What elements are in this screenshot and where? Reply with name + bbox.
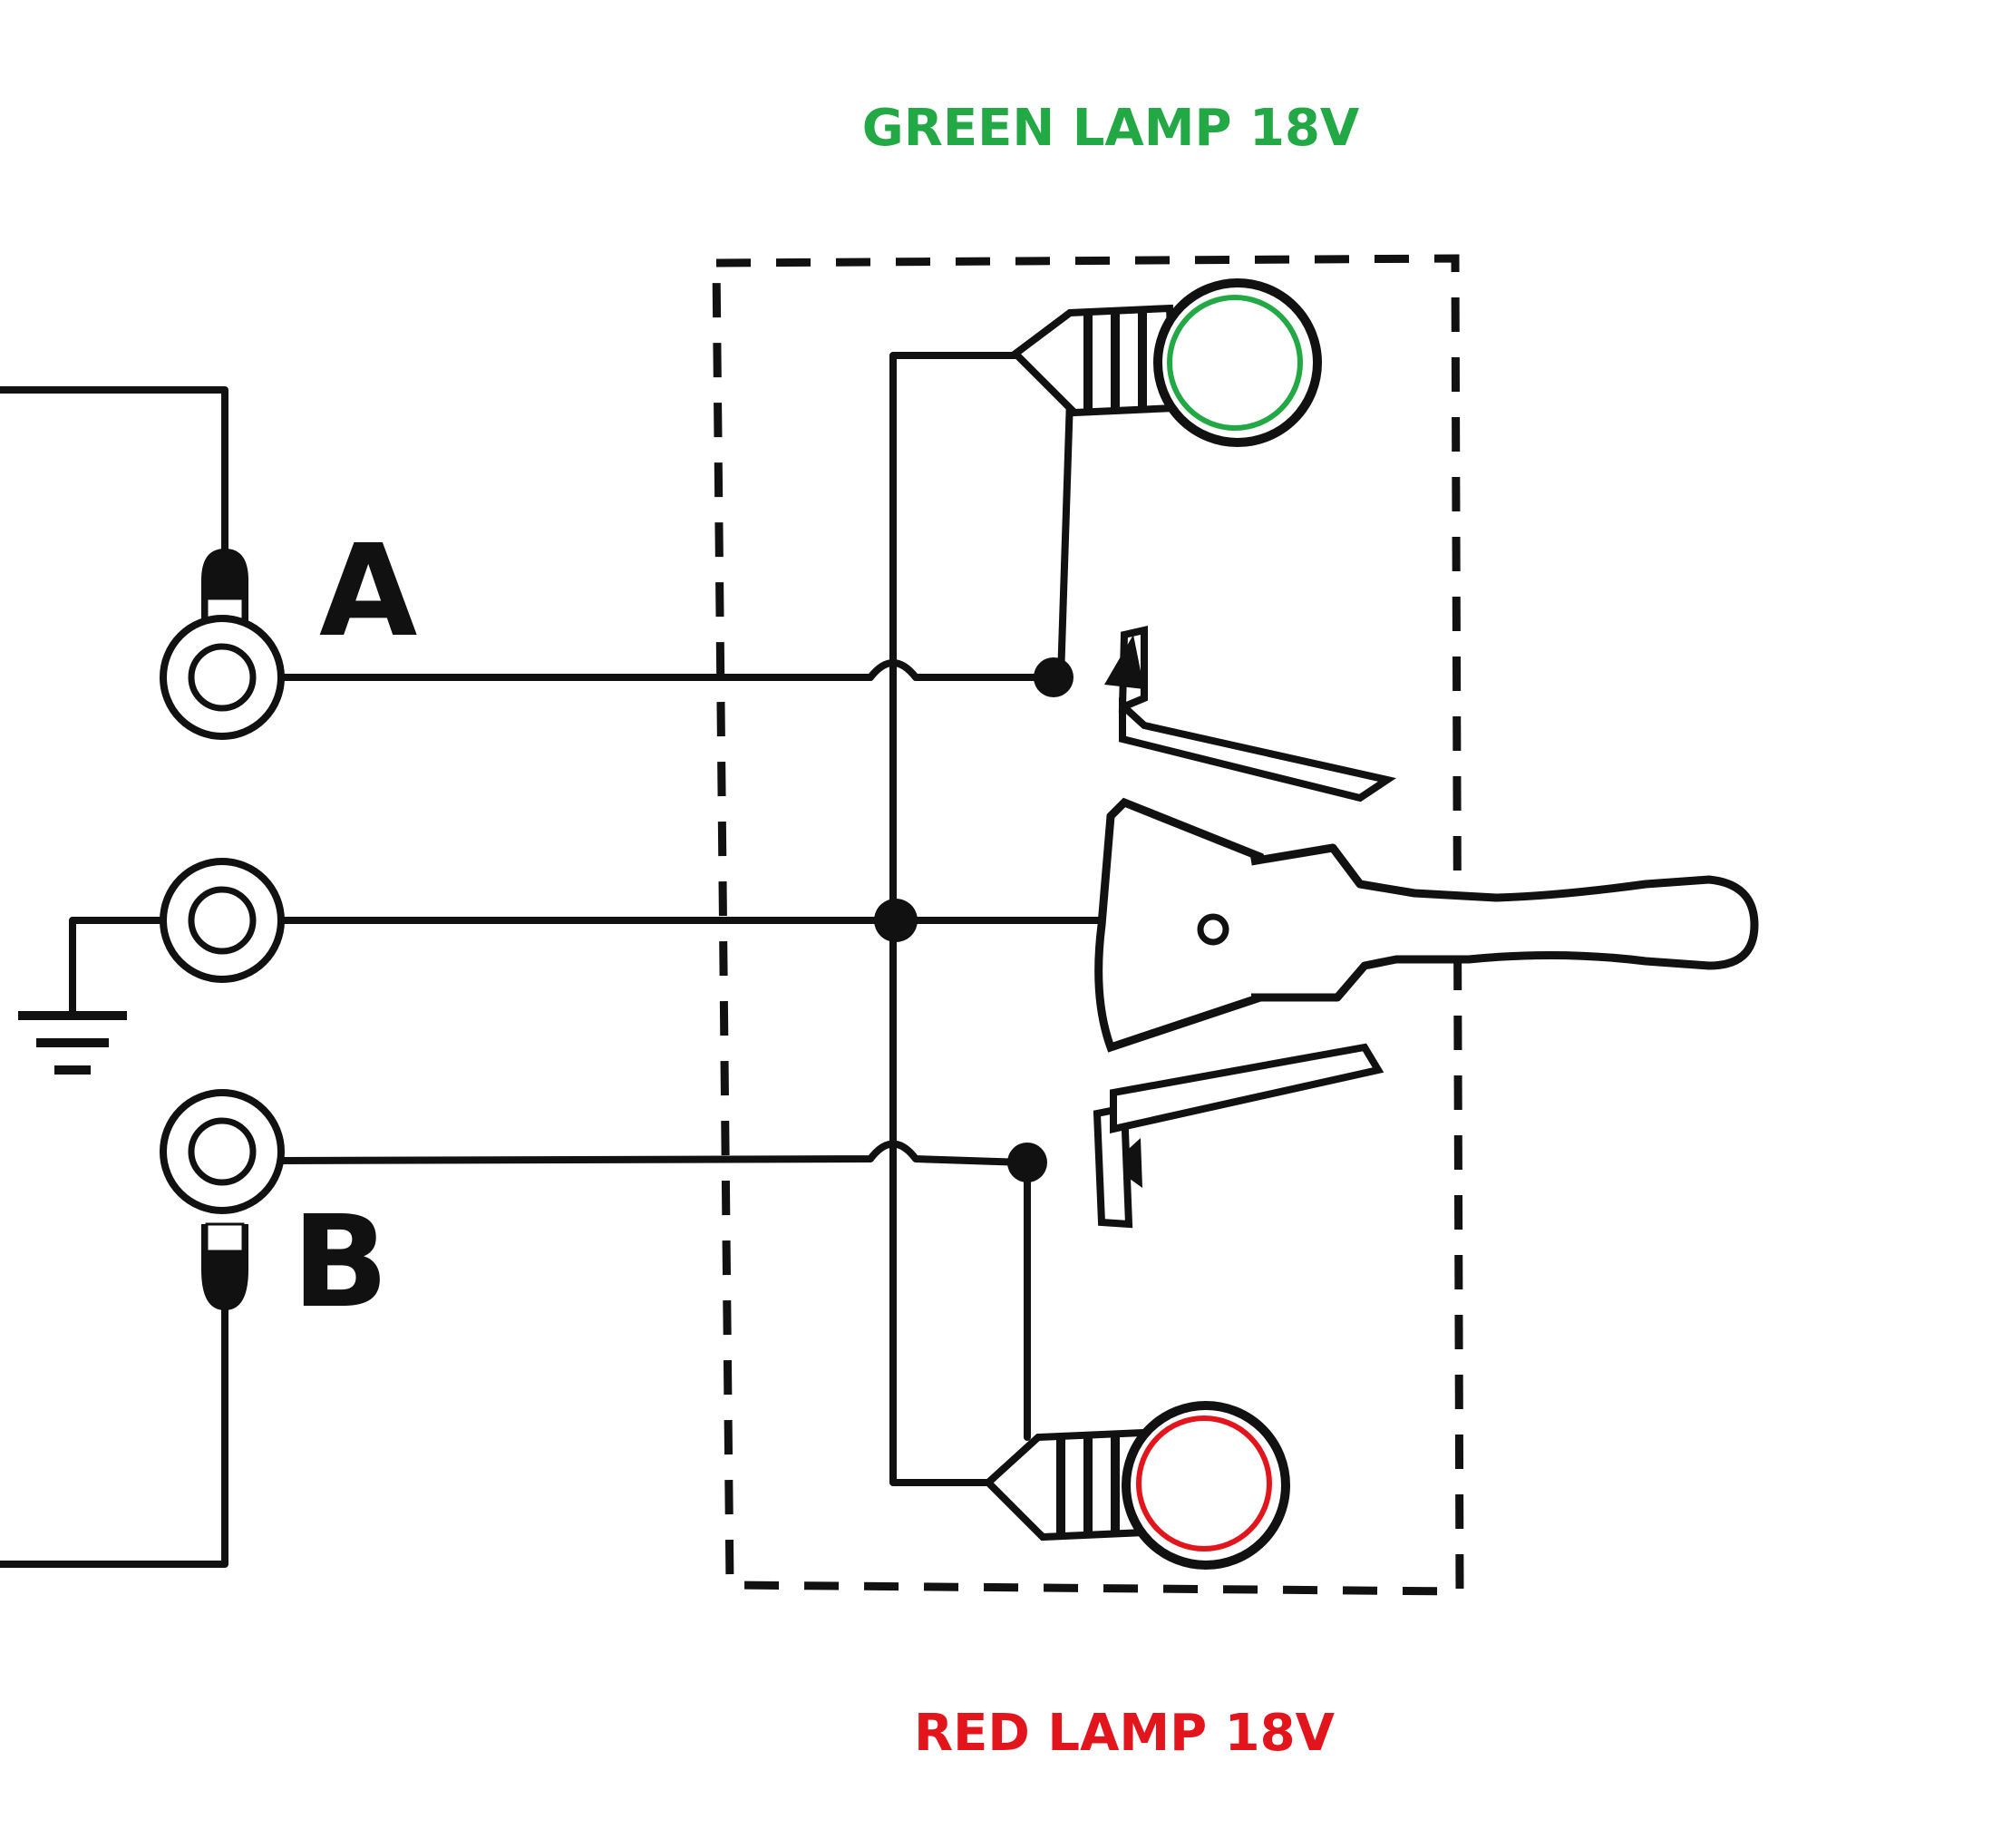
terminal-a-label: A [319,518,417,666]
ground-wire [69,917,171,1015]
toggle-lever [1094,797,1759,1053]
terminal-b-lug [201,1222,248,1310]
upper-contact-blade [1104,625,1397,802]
junction-dot [1034,657,1074,697]
switch-enclosure-dashed-box [712,254,1464,1596]
ground-symbol [18,1011,127,1075]
junction-dot [874,899,918,942]
red-lamp-label: RED LAMP 18V [914,1704,1336,1763]
terminal-a-lug [201,549,248,627]
wire-b-to-switch [277,1140,1028,1166]
lower-contact-blade [1093,1043,1384,1229]
terminal-b-label: B [292,1189,389,1337]
green-lamp-return-wire [1057,395,1074,681]
green-lamp-indicator [1167,295,1303,431]
terminal-common [160,858,285,983]
red-lamp-indicator [1136,1415,1272,1551]
terminal-a [160,615,285,740]
junction-dot [1007,1143,1047,1182]
green-lamp [1009,278,1322,447]
external-wire-a [0,386,228,566]
terminal-b [160,1089,285,1214]
green-lamp-label: GREEN LAMP 18V [862,99,1360,158]
external-wire-b [0,1302,228,1568]
red-lamp [983,1401,1290,1570]
